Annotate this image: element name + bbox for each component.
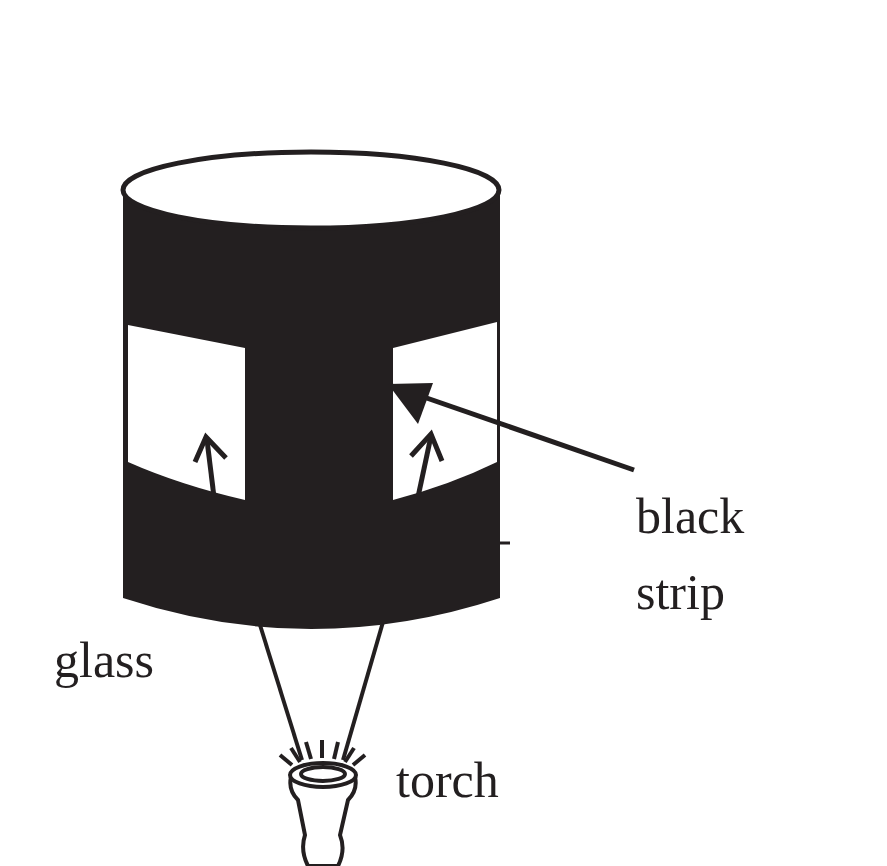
glass-rim [123,152,499,228]
window-left [128,325,245,500]
light-beam [260,622,383,760]
torch-symbol [290,763,356,866]
glass-body [123,190,500,629]
tick-mark [500,542,510,545]
part-label: black strip [636,478,836,630]
torch-rays [280,740,365,765]
part-label: glass [54,622,214,698]
leader-arrowhead [388,383,433,424]
leader-line [392,386,634,470]
light-arrows [195,434,442,497]
part-label: torch [396,742,556,818]
